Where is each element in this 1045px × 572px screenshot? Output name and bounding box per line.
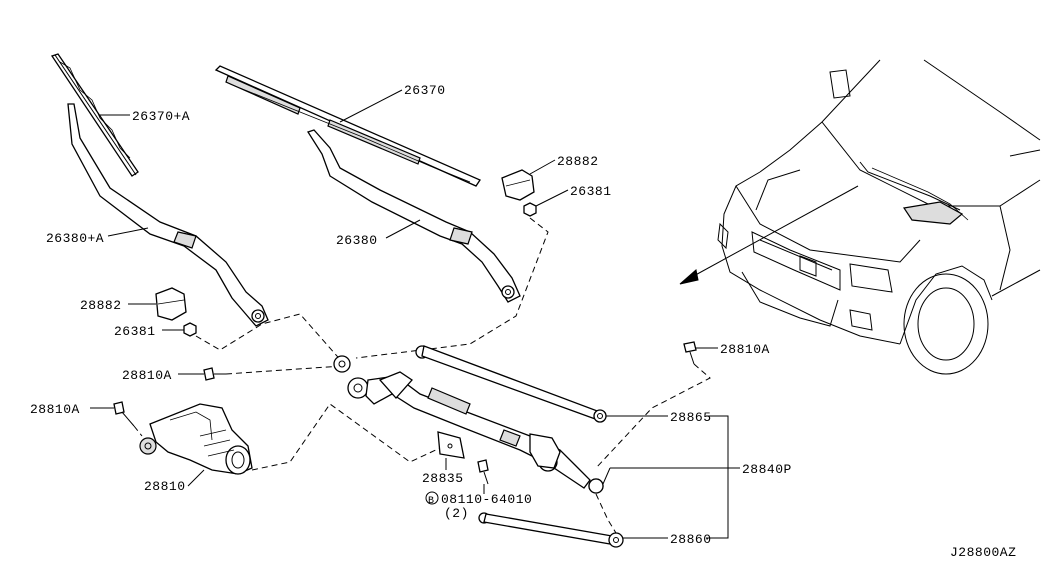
dashed-link-lower: [195, 313, 345, 365]
label-pivot: 28840P: [742, 462, 792, 477]
pivot-28840p[interactable]: [588, 478, 604, 494]
drive-link[interactable]: [478, 512, 624, 548]
wiper-blade-rh[interactable]: [214, 65, 481, 187]
leader-motor: [187, 469, 205, 487]
leader-pivot: [602, 467, 611, 485]
bolt-right[interactable]: [683, 341, 697, 365]
leader-arm-lh: [107, 227, 149, 237]
label-arm-lh: 26380+A: [46, 231, 104, 246]
label-blade-rh: 26370: [404, 83, 446, 98]
bracket-28835[interactable]: [437, 431, 465, 459]
bolt-middle[interactable]: [203, 367, 226, 381]
label-bracket: 28835: [422, 471, 464, 486]
leader-arm-rh: [385, 219, 421, 239]
wiper-blade-lh[interactable]: [50, 53, 139, 177]
bolt-08110[interactable]: [477, 459, 489, 485]
leader-blade-rh: [339, 89, 403, 123]
label-rod: 28865: [670, 410, 712, 425]
dashed-link-drive: [595, 493, 617, 534]
label-arm-rh: 26380: [336, 233, 378, 248]
label-nut-lower: 26381: [114, 324, 156, 339]
wiper-frame[interactable]: [333, 355, 604, 494]
diagram-code: J28800AZ: [950, 545, 1016, 560]
fastener-symbol: B: [428, 496, 435, 507]
label-bolt-mid: 28810A: [122, 368, 172, 383]
dashed-bolt-left: [133, 425, 143, 437]
bolt-left[interactable]: [113, 401, 135, 427]
group-bracket: [706, 415, 729, 539]
label-cap-upper: 28882: [557, 154, 599, 169]
pivot-cap-upper[interactable]: [501, 169, 535, 201]
label-fastener-qty: (2): [444, 506, 469, 521]
vehicle-front-illustration: [717, 59, 1041, 375]
label-cap-lower: 28882: [80, 298, 122, 313]
label-bolt-left: 28810A: [30, 402, 80, 417]
wiper-arm-lh[interactable]: [67, 103, 269, 327]
leader-nut-upper: [535, 189, 569, 207]
pivot-cap-lower[interactable]: [155, 287, 187, 321]
fastener-symbol-circle: [425, 491, 439, 505]
linkage-rod[interactable]: [415, 345, 607, 423]
label-nut-upper: 26381: [570, 184, 612, 199]
dashed-bolt-mid: [225, 365, 343, 375]
label-motor: 28810: [144, 479, 186, 494]
dashed-motor-link: [251, 403, 441, 471]
wiper-arm-rh[interactable]: [307, 129, 521, 303]
label-link: 28860: [670, 532, 712, 547]
dashed-bolt-right: [595, 363, 711, 469]
leader-cap-upper: [529, 159, 556, 175]
location-arrow: [679, 185, 859, 285]
pivot-nut-upper[interactable]: [523, 202, 537, 217]
wiper-motor[interactable]: [139, 403, 253, 475]
label-blade-lh: 26370+A: [132, 109, 190, 124]
label-fastener-code: 08110-64010: [441, 492, 532, 507]
pivot-nut-lower[interactable]: [183, 322, 197, 337]
label-bolt-right: 28810A: [720, 342, 770, 357]
